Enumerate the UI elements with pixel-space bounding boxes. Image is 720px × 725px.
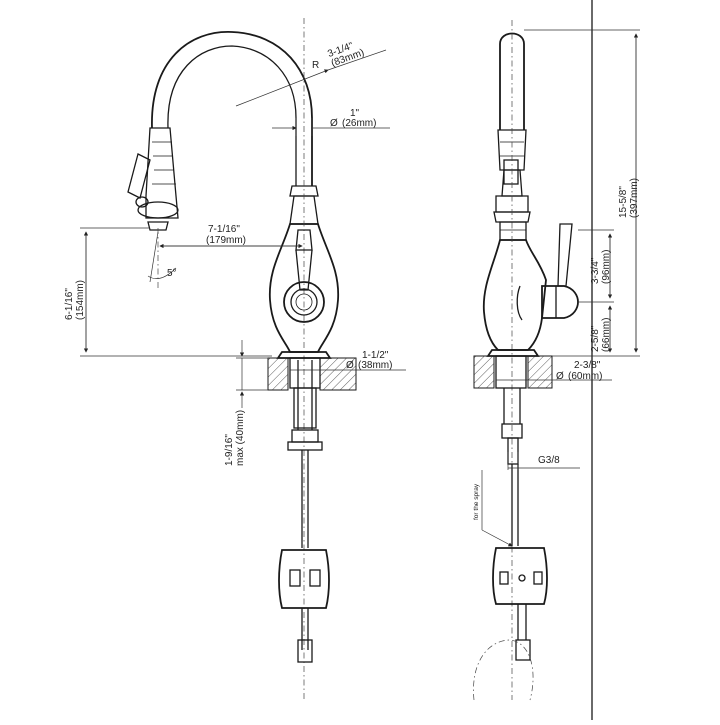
- escutcheon-symbol: Ø: [556, 371, 564, 382]
- escutcheon-metric: (60mm): [568, 371, 602, 382]
- side-deck-right: [527, 355, 553, 389]
- spout-height-imperial: 6-1/16": [64, 288, 75, 320]
- escutcheon-imperial: 2-3/8": [574, 360, 601, 371]
- deck-left: [267, 357, 289, 391]
- base-diameter-symbol: Ø: [346, 360, 354, 371]
- thread-label: G3/8: [538, 455, 560, 466]
- base-diameter-imperial: 1-1/2": [362, 350, 389, 361]
- lower-height-metric: (66mm): [601, 318, 612, 352]
- deck-imperial: 1-9/16": [224, 434, 235, 466]
- total-height-metric: (397mm): [629, 178, 640, 218]
- lower-height-imperial: 2-5/8": [590, 325, 601, 352]
- reach-imperial: 7-1/16": [208, 224, 240, 235]
- side-view: 15-5/8" (397mm) 3-3/4" (96mm) 2-5/8" (66…: [473, 0, 640, 720]
- tube-diameter-symbol: Ø: [330, 118, 338, 129]
- radius-prefix: R: [312, 60, 319, 71]
- reach-metric: (179mm): [206, 235, 246, 246]
- tube-diameter-metric: (26mm): [342, 118, 376, 129]
- handle-height-imperial: 3-3/4": [590, 257, 601, 284]
- total-height-imperial: 15-5/8": [618, 186, 629, 218]
- spray-angle-label: 5°: [167, 268, 177, 279]
- spray-note: for the spray: [473, 483, 480, 520]
- spout-height-metric: (154mm): [75, 280, 86, 320]
- handle-height-metric: (96mm): [601, 250, 612, 284]
- base-diameter-metric: (38mm): [358, 360, 392, 371]
- deck-metric: max (40mm): [235, 410, 246, 466]
- side-deck-left: [473, 355, 495, 389]
- front-view: 5° R: [64, 18, 406, 700]
- tube-diameter-imperial: 1": [350, 108, 360, 119]
